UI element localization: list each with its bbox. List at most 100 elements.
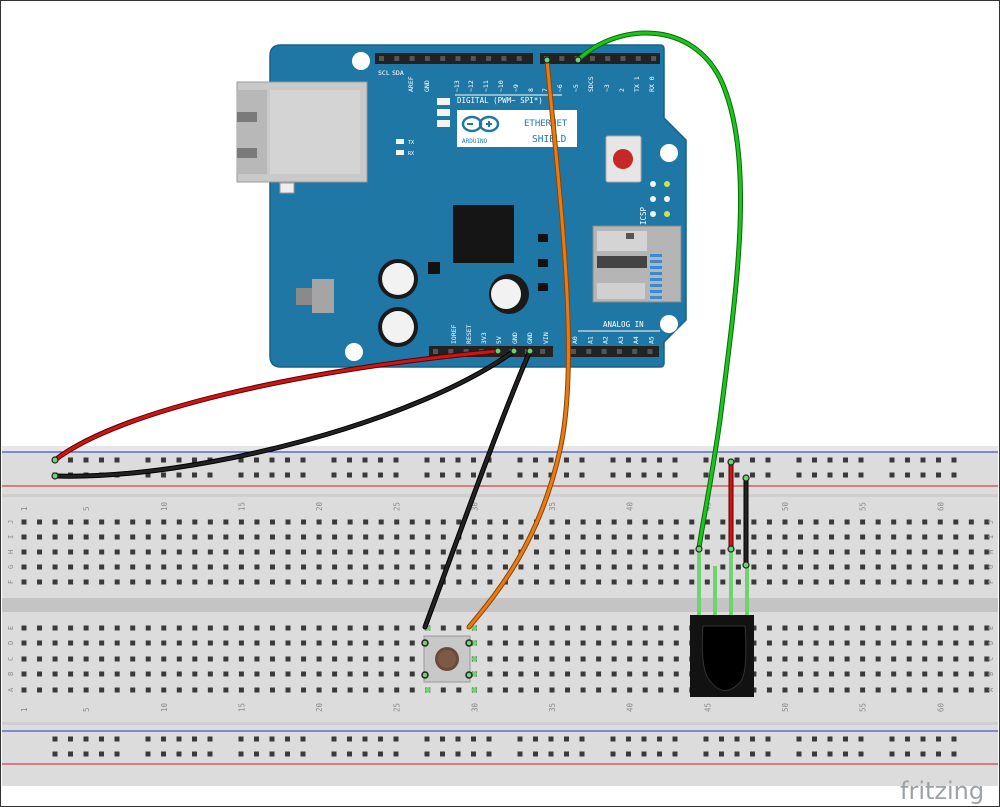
breadboard-hole bbox=[565, 687, 571, 693]
breadboard-hole bbox=[223, 671, 229, 677]
breadboard-hole bbox=[596, 579, 602, 585]
rail-hole bbox=[207, 472, 213, 478]
wire-5v-red-fill bbox=[53, 349, 500, 462]
breadboard-hole bbox=[347, 534, 353, 540]
rail-hole bbox=[471, 751, 476, 757]
rail-hole bbox=[300, 751, 306, 757]
breadboard-hole bbox=[844, 519, 850, 525]
breadboard-hole bbox=[533, 687, 539, 693]
breadboard-hole bbox=[658, 671, 664, 677]
rail-hole bbox=[68, 751, 73, 757]
rail-hole bbox=[579, 751, 585, 757]
rail-hole bbox=[548, 472, 554, 478]
rail-hole bbox=[657, 736, 662, 742]
breadboard-hole bbox=[114, 625, 120, 631]
breadboard-hole bbox=[953, 564, 959, 570]
breadboard-hole bbox=[829, 519, 835, 525]
breadboard-hole bbox=[891, 687, 897, 693]
breadboard-hole bbox=[471, 564, 477, 570]
rail-hole bbox=[951, 472, 957, 478]
breadboard-hole bbox=[673, 687, 679, 693]
breadboard-hole bbox=[238, 687, 244, 693]
rail-hole bbox=[455, 457, 461, 463]
wire-gnd-button bbox=[423, 349, 532, 629]
breadboard-hole bbox=[161, 519, 167, 525]
breadboard-hole bbox=[440, 549, 446, 555]
breadboard-hole bbox=[642, 564, 648, 570]
breadboard-hole bbox=[798, 671, 803, 677]
rail-hole bbox=[161, 472, 166, 478]
breadboard-hole bbox=[751, 579, 757, 585]
rail-hole bbox=[765, 472, 771, 478]
breadboard-hole bbox=[176, 579, 182, 585]
breadboard-hole bbox=[860, 564, 866, 570]
rail-hole bbox=[750, 457, 755, 463]
breadboard-hole bbox=[145, 625, 151, 631]
breadboard-hole bbox=[627, 687, 633, 693]
rail-hole bbox=[548, 751, 554, 757]
breadboard-hole bbox=[301, 625, 307, 631]
breadboard-hole bbox=[285, 534, 291, 540]
breadboard-hole bbox=[471, 579, 477, 585]
breadboard-hole bbox=[161, 640, 167, 646]
breadboard-hole bbox=[565, 671, 571, 677]
rail-hole bbox=[161, 751, 166, 757]
breadboard-hole bbox=[875, 549, 881, 555]
breadboard-hole bbox=[891, 656, 897, 662]
breadboard-hole bbox=[673, 579, 679, 585]
rail-hole bbox=[455, 736, 461, 742]
breadboard-hole bbox=[378, 625, 384, 631]
rail-hole bbox=[905, 472, 910, 478]
breadboard-hole bbox=[83, 534, 89, 540]
breadboard-hole bbox=[611, 579, 617, 585]
breadboard-hole bbox=[502, 671, 508, 677]
breadboard-hole bbox=[378, 579, 384, 585]
breadboard-hole bbox=[21, 549, 27, 555]
rail-hole bbox=[176, 736, 182, 742]
rail-hole bbox=[657, 751, 662, 757]
breadboard-hole bbox=[332, 625, 338, 631]
breadboard-hole bbox=[565, 656, 571, 662]
breadboard-hole bbox=[238, 625, 244, 631]
row-letter: I bbox=[987, 535, 995, 539]
breadboard-hole bbox=[440, 564, 446, 570]
breadboard-hole bbox=[285, 549, 291, 555]
breadboard-hole bbox=[68, 671, 74, 677]
rail-hole bbox=[905, 736, 910, 742]
breadboard-hole bbox=[533, 579, 539, 585]
breadboard-hole bbox=[533, 656, 539, 662]
breadboard-hole bbox=[21, 564, 27, 570]
breadboard-hole bbox=[254, 549, 260, 555]
rail-hole bbox=[672, 472, 678, 478]
digital-pin-label: GND bbox=[423, 80, 431, 92]
breadboard-hole bbox=[596, 625, 602, 631]
rail-hole bbox=[858, 736, 864, 742]
column-number-bottom: 10 bbox=[160, 702, 169, 712]
rail-hole bbox=[424, 736, 430, 742]
rail-hole bbox=[440, 751, 445, 757]
breadboard-hole bbox=[689, 579, 695, 585]
breadboard-hole bbox=[813, 625, 819, 631]
breadboard-hole bbox=[176, 656, 182, 662]
breadboard-hole bbox=[425, 534, 431, 540]
row-letter: E bbox=[987, 626, 995, 630]
breadboard-hole bbox=[440, 519, 446, 525]
breadboard-hole bbox=[596, 549, 602, 555]
rail-hole bbox=[626, 472, 631, 478]
rail-hole bbox=[378, 736, 383, 742]
column-number-top: 30 bbox=[470, 501, 479, 511]
breadboard-hole bbox=[161, 564, 167, 570]
breadboard-hole bbox=[829, 656, 835, 662]
rail-hole bbox=[936, 457, 941, 463]
breadboard-hole bbox=[953, 519, 959, 525]
breadboard-hole bbox=[285, 519, 291, 525]
capacitor-3 bbox=[489, 274, 529, 314]
rail-hole bbox=[641, 457, 647, 463]
breadboard-hole bbox=[378, 534, 384, 540]
rail-hole bbox=[533, 736, 538, 742]
breadboard-hole bbox=[580, 687, 586, 693]
rail-hole bbox=[192, 472, 197, 478]
breadboard-hole bbox=[782, 564, 788, 570]
